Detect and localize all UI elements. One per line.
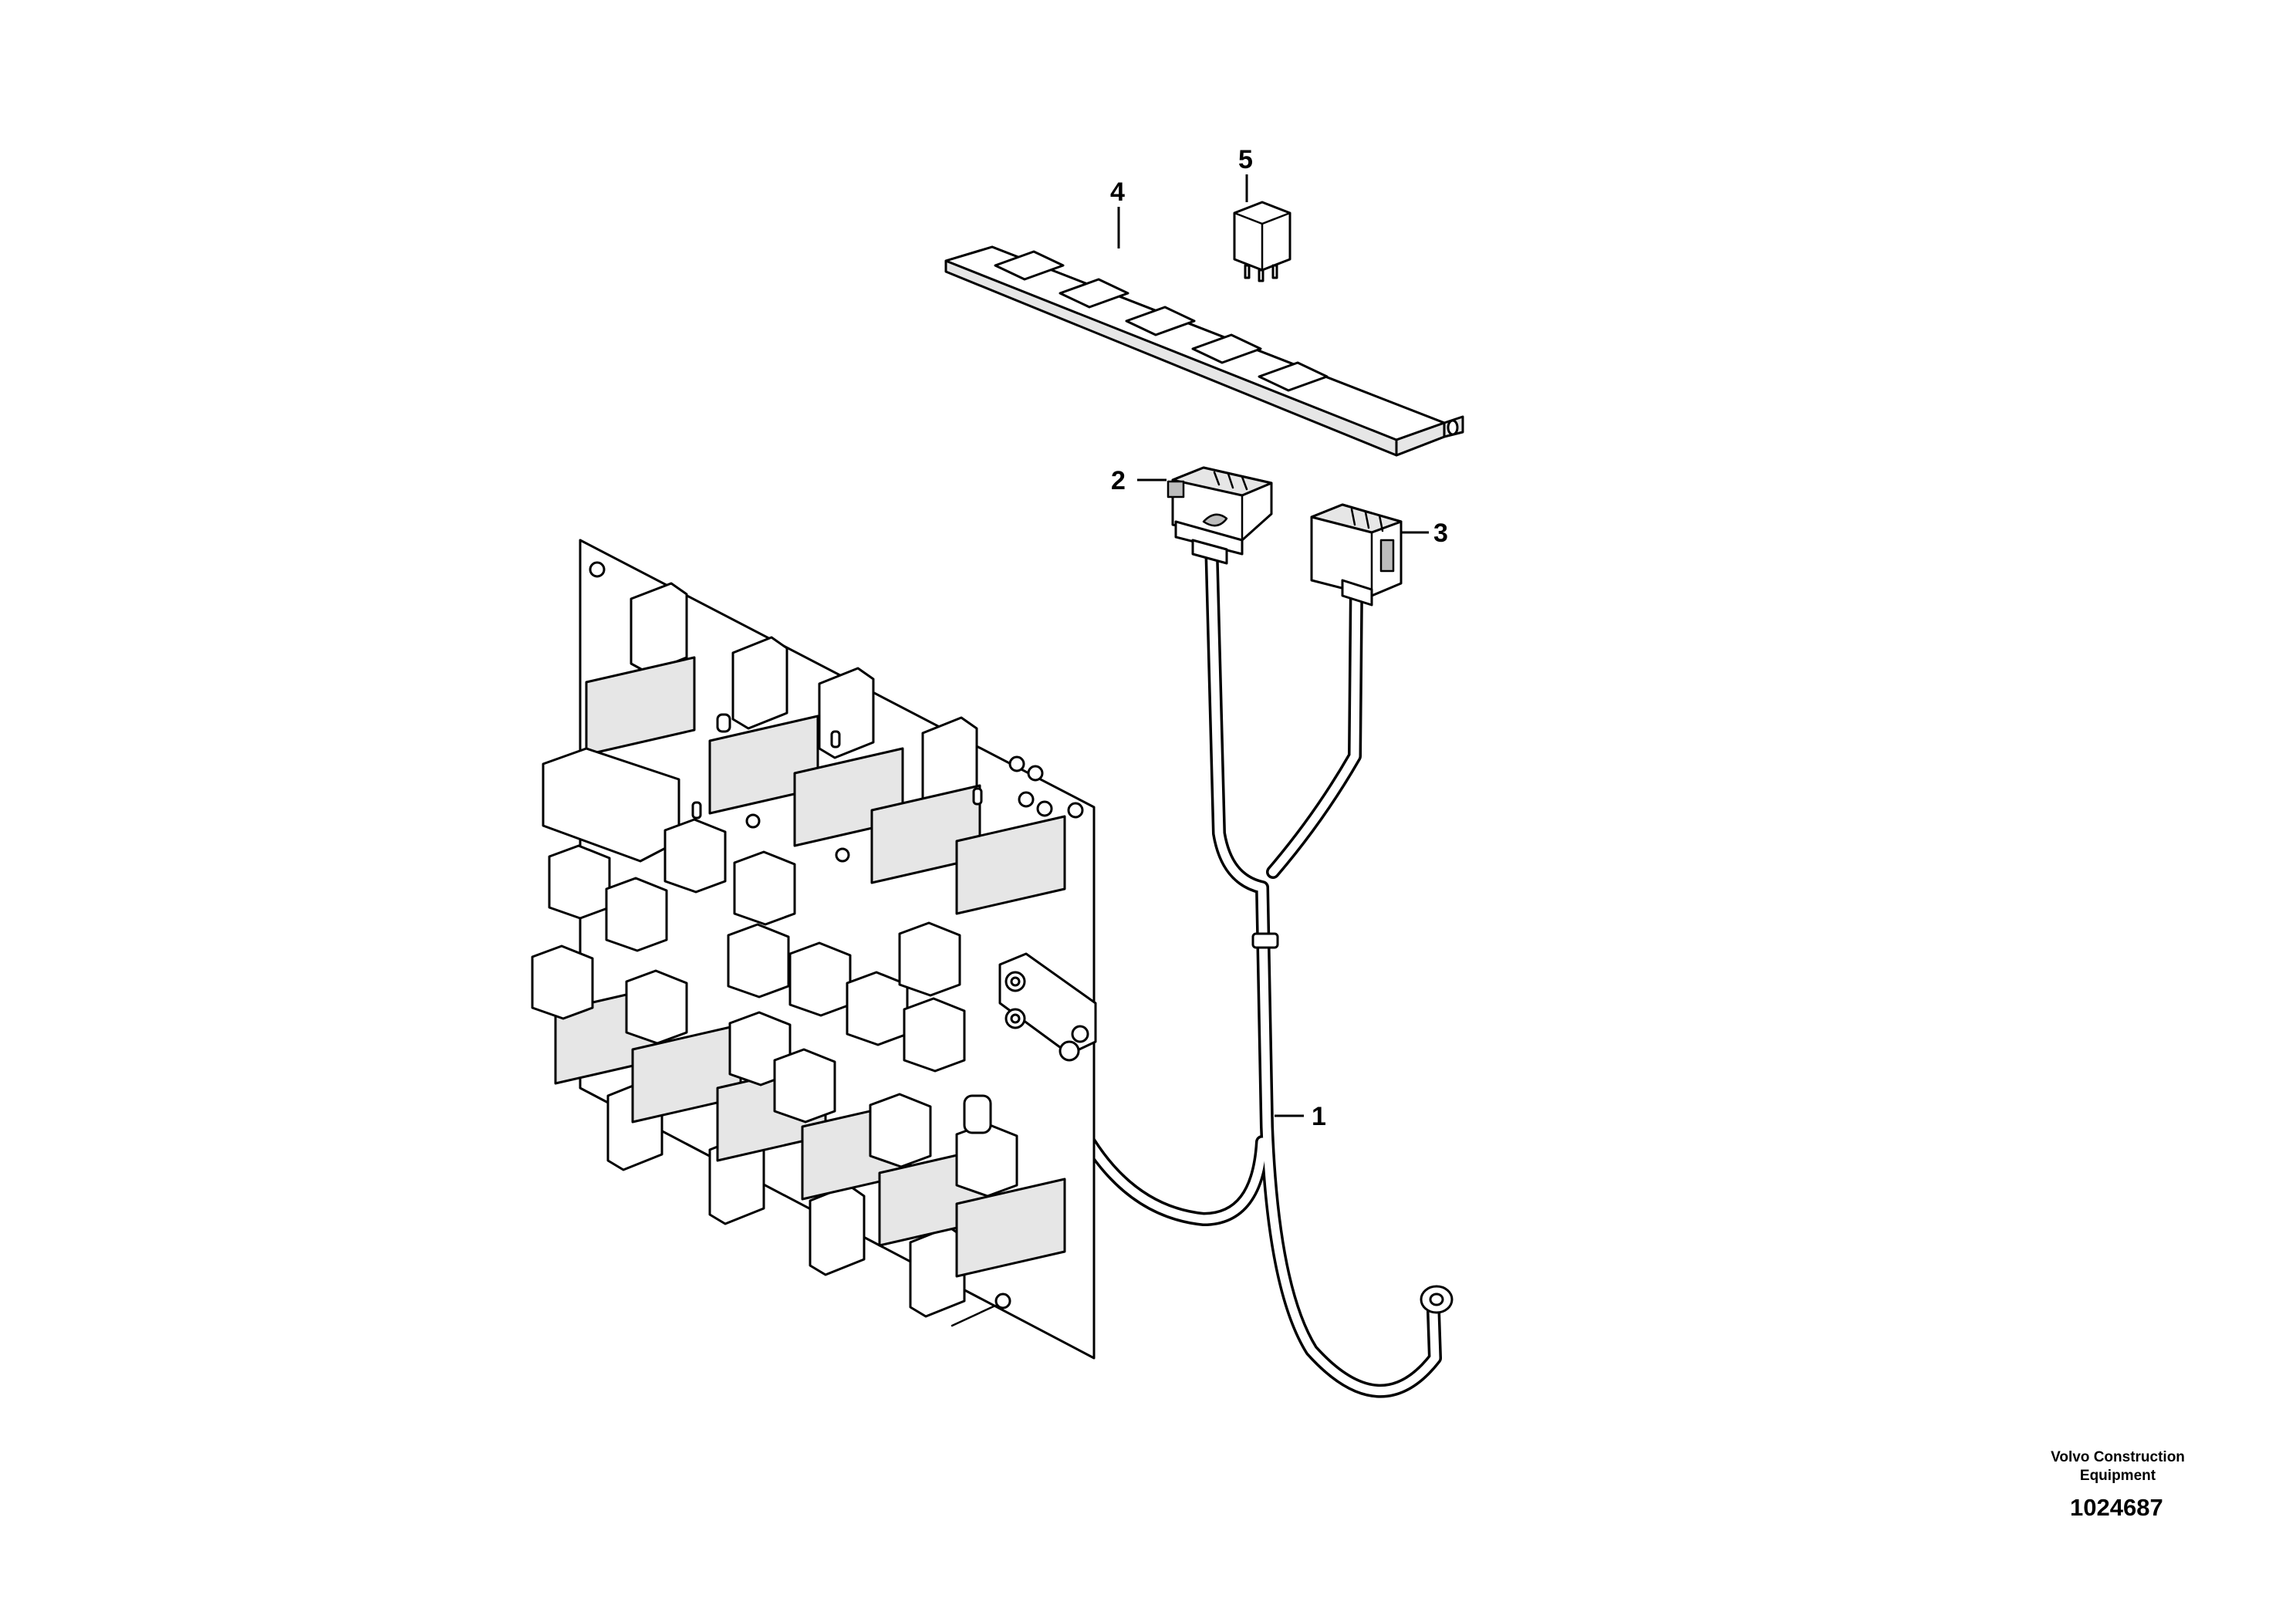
callout-label: 4 [1110,177,1125,207]
brand-line-2: Equipment [2079,1468,2156,1484]
board-relay [531,818,1018,1198]
circuit-board [531,539,1097,1360]
relay-bracket [944,245,1464,457]
callout-5: 5 [1238,145,1253,202]
callout-2: 2 [1111,466,1167,495]
callout-label: 1 [1312,1102,1326,1131]
document-number: 1024687 [2070,1494,2163,1521]
board-component [691,713,1053,1134]
callout-label: 3 [1433,519,1448,548]
callout-label: 5 [1238,145,1253,174]
ring-terminal [1420,1285,1454,1314]
callout-label: 2 [1111,466,1126,495]
relay [1233,201,1292,282]
ground-terminal [998,952,1097,1062]
bracket-slot [994,250,1329,392]
wire-harness [1073,533,1454,1398]
callout-4: 4 [1110,177,1125,248]
brand-line-1: Volvo Construction [2051,1449,2185,1465]
cable-tie [1251,932,1279,949]
brand-label: Volvo Construction Equipment [2006,1448,2230,1485]
connector-3 [1310,503,1403,607]
callout-1: 1 [1275,1102,1326,1131]
callout-3: 3 [1401,519,1448,548]
connector-2 [1167,466,1273,565]
